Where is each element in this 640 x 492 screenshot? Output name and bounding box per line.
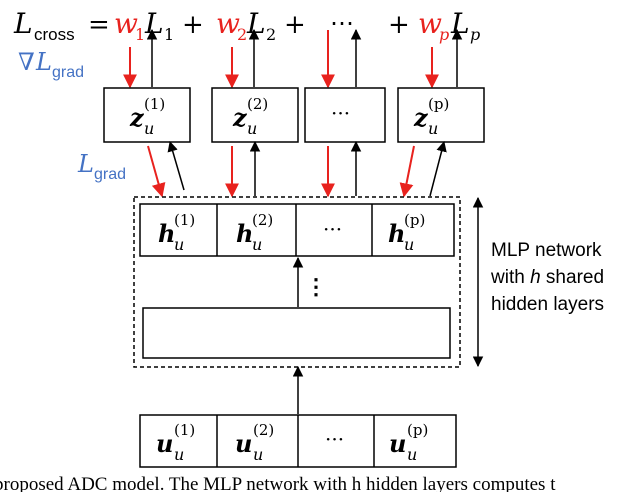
h-p-subscript: u: [404, 235, 414, 254]
red-arrow-mid-4: [399, 145, 415, 198]
caption-text: proposed ADC model. The MLP network with…: [0, 474, 556, 492]
mlp-label-line-2-var: h: [530, 267, 541, 288]
loss-p-subscript: p: [470, 25, 480, 44]
weight-2-symbol: w: [216, 7, 240, 40]
h-hidden-row: h (1) u h (2) u ··· h (p) u: [139, 203, 455, 257]
mlp-label-line-2-post: shared: [541, 267, 604, 288]
z-1-symbol: z: [129, 103, 145, 132]
z-box-1: [103, 87, 191, 143]
u-1-symbol: u: [156, 429, 173, 458]
nabla-l-grad-label: ∇ L grad: [18, 48, 84, 81]
top-arrows: [123, 28, 463, 89]
z-box-p: [397, 87, 485, 143]
figure-caption-fragment: proposed ADC model. The MLP network with…: [0, 474, 640, 492]
z-2-symbol: z: [232, 103, 248, 132]
z-p-subscript: u: [428, 119, 438, 138]
l-cross-symbol: L: [13, 7, 33, 40]
loss-p-symbol: L: [450, 7, 470, 40]
nabla-symbol: ∇: [18, 48, 35, 76]
mlp-network-label: MLP network with h shared hidden layers: [490, 240, 604, 315]
h-2-superscript: (2): [252, 211, 273, 229]
z-p-superscript: (p): [428, 95, 449, 113]
z-1-subscript: u: [144, 119, 154, 138]
h-1-symbol: h: [158, 219, 175, 248]
h-2-symbol: h: [236, 219, 253, 248]
weight-2-subscript: 2: [237, 25, 247, 44]
h-1-subscript: u: [174, 235, 184, 254]
loss-2-symbol: L: [246, 7, 266, 40]
weight-1-symbol: w: [114, 7, 138, 40]
z-embedding-row: z (1) u z (2) u ··· z (p) u: [103, 87, 485, 143]
l-grad-label: L grad: [77, 150, 126, 183]
weight-1-subscript: 1: [135, 25, 145, 44]
red-arrow-mid-1: [147, 145, 166, 198]
plus-sign-2: +: [284, 10, 306, 40]
plus-sign-3: +: [388, 10, 410, 40]
equals-sign: =: [88, 10, 110, 40]
h-row-box: [139, 203, 455, 257]
u-input-row: u (1) u u (2) u ··· u (p) u: [139, 414, 457, 468]
mlp-label-line-1: MLP network: [491, 240, 602, 261]
plus-sign-1: +: [182, 10, 204, 40]
loss-1-symbol: L: [144, 7, 164, 40]
z-box-ellipsis: [304, 87, 386, 143]
u-2-subscript: u: [253, 445, 263, 464]
l-grad-subscript: grad: [94, 166, 126, 183]
l-cross-subscript: cross: [34, 25, 75, 44]
u-2-symbol: u: [235, 429, 252, 458]
h-ellipsis: ···: [323, 217, 342, 241]
u-1-superscript: (1): [174, 421, 195, 439]
u-p-superscript: (p): [407, 421, 428, 439]
u-p-subscript: u: [407, 445, 417, 464]
middle-arrows: [147, 140, 447, 198]
mlp-label-line-2-pre: with: [490, 267, 530, 288]
z-1-superscript: (1): [144, 95, 165, 113]
weight-p-symbol: w: [418, 7, 442, 40]
loss-2-subscript: 2: [266, 25, 276, 44]
h-p-symbol: h: [388, 219, 405, 248]
loss-1-subscript: 1: [164, 25, 174, 44]
u-ellipsis: ···: [325, 427, 344, 451]
first-hidden-layer-box: [142, 307, 451, 359]
black-arrow-mid-1: [167, 140, 185, 191]
h-p-superscript: (p): [404, 211, 425, 229]
vertical-ellipsis: ⋮: [305, 274, 327, 300]
h-1-superscript: (1): [174, 211, 195, 229]
nabla-l-symbol: L: [35, 48, 52, 76]
loss-equation: L cross = w 1 L 1 + w 2 L 2 + ⋯ + w p L …: [13, 7, 480, 44]
z-2-subscript: u: [247, 119, 257, 138]
l-grad-symbol: L: [77, 150, 94, 178]
u-p-symbol: u: [389, 429, 406, 458]
equation-ellipsis: ⋯: [330, 9, 354, 37]
z-box-2: [211, 87, 299, 143]
u-2-superscript: (2): [253, 421, 274, 439]
black-arrow-mid-4: [429, 140, 447, 197]
h-2-subscript: u: [252, 235, 262, 254]
mlp-label-line-3: hidden layers: [491, 294, 604, 315]
mlp-label-line-2: with h shared: [490, 267, 604, 288]
z-2-superscript: (2): [247, 95, 268, 113]
weight-p-subscript: p: [439, 25, 449, 44]
z-ellipsis: ···: [331, 101, 350, 125]
z-p-symbol: z: [413, 103, 429, 132]
u-1-subscript: u: [174, 445, 184, 464]
nabla-l-subscript: grad: [52, 64, 84, 81]
